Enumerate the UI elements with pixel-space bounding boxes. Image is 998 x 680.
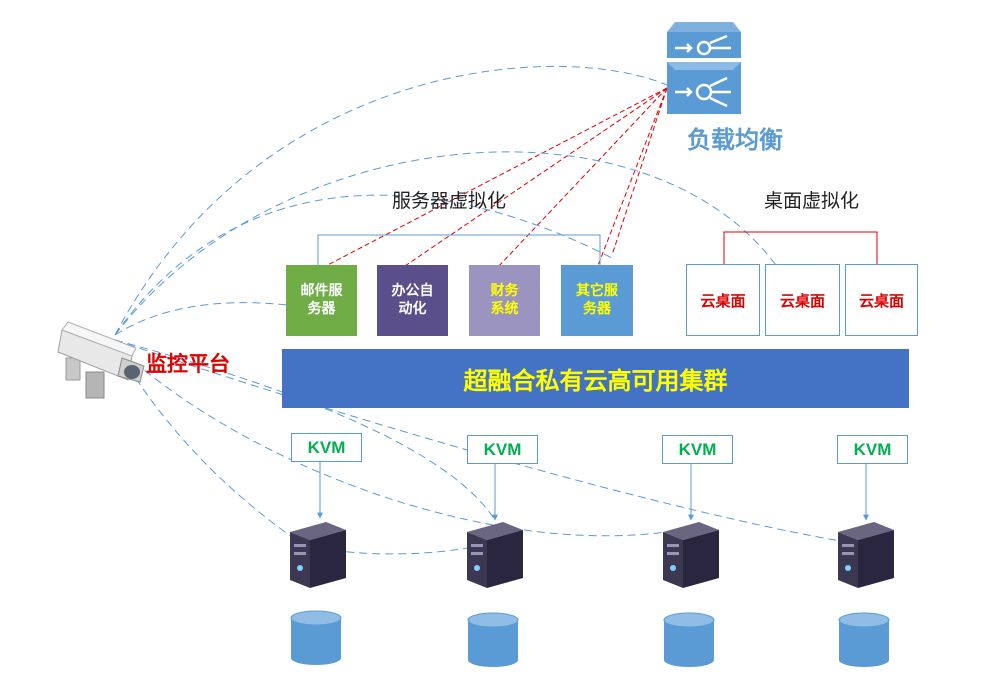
kvm-2: KVM (467, 435, 538, 464)
security-camera-icon (52, 318, 147, 400)
kvm-4: KVM (837, 435, 908, 464)
load-balancer-label: 负载均衡 (687, 125, 783, 154)
monitor-links (114, 65, 866, 555)
kvm-server-arrows (317, 456, 869, 521)
service-other-servers: 其它服务器 (561, 265, 633, 336)
kvm-1: KVM (291, 433, 362, 462)
server-icon (467, 522, 523, 588)
cloud-desktop-2: 云桌面 (765, 264, 840, 336)
cluster-bar: 超融合私有云高可用集群 (282, 349, 909, 408)
database-icon (467, 612, 519, 668)
desktop-bracket (723, 231, 878, 265)
server-icon (663, 522, 719, 588)
service-office-automation: 办公自动化 (377, 265, 448, 336)
service-mail-server: 邮件服务器 (286, 265, 357, 336)
monitor-label: 监控平台 (146, 351, 230, 376)
load-balancer-links (321, 87, 668, 269)
database-icon (838, 612, 890, 668)
server-icon (838, 522, 894, 588)
desktop-virtualization-title: 桌面虚拟化 (764, 190, 860, 212)
load-balancer-icon (667, 22, 741, 114)
cloud-desktop-1: 云桌面 (686, 264, 760, 336)
kvm-3: KVM (662, 435, 733, 464)
database-icon (663, 612, 715, 668)
server-bracket (317, 234, 601, 265)
cloud-desktop-3: 云桌面 (845, 264, 918, 336)
server-icon (290, 522, 346, 588)
server-virtualization-title: 服务器虚拟化 (392, 190, 507, 212)
service-finance-system: 财务系统 (469, 265, 540, 336)
database-icon (290, 610, 342, 666)
